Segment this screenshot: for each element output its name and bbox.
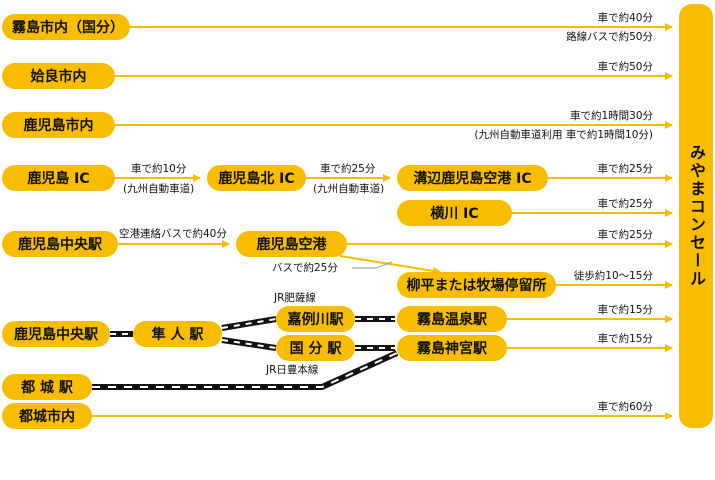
route-via-label: (九州自動車道) xyxy=(123,183,195,195)
node-hayato-station: 隼 人 駅 xyxy=(133,321,222,347)
route-time-label: 車で約25分 xyxy=(320,163,376,175)
route-time-label: 車で約15分 xyxy=(597,333,653,345)
node-yanagihira-stop: 柳平または牧場停留所 xyxy=(397,272,556,298)
rail-line-label: JR肥薩線 xyxy=(274,292,316,304)
route-time-label: 車で約15分 xyxy=(597,304,653,316)
node-kirishima-jingu-station: 霧島神宮駅 xyxy=(397,335,507,361)
node-miyakonojo-station: 都 城 駅 xyxy=(2,374,92,400)
node-kagoshima-airport: 鹿児島空港 xyxy=(236,231,347,257)
node-kagoshima-chuo-station: 鹿児島中央駅 xyxy=(2,231,118,257)
node-kirishima-onsen-station: 霧島温泉駅 xyxy=(397,306,507,332)
route-time-label: 車で約25分 xyxy=(597,163,653,175)
route-time-label: 車で約25分 xyxy=(597,198,653,210)
node-aira-city: 姶良市内 xyxy=(2,63,115,89)
route-time-label: 車で約50分 xyxy=(597,61,653,73)
node-mizobe-ic: 溝辺鹿児島空港 IC xyxy=(397,165,548,191)
route-time-label: 車で約25分 xyxy=(597,229,653,241)
node-kagoshima-city: 鹿児島市内 xyxy=(2,112,115,138)
route-time-label: 車で約40分 xyxy=(597,12,653,24)
route-arrow xyxy=(339,255,441,275)
destination-venue: みやまコンセール xyxy=(679,4,713,428)
node-kagoshima-chuo-station-rail: 鹿児島中央駅 xyxy=(2,321,110,347)
node-kirishima-city: 霧島市内（国分） xyxy=(2,14,130,40)
route-time-label: バスで約25分 xyxy=(272,262,338,274)
node-miyakonojo-city: 都城市内 xyxy=(2,403,92,429)
route-time-label: 車で約60分 xyxy=(597,401,653,413)
rail-line-label: JR日豊本線 xyxy=(266,364,319,376)
node-yokogawa-ic: 横川 IC xyxy=(397,200,512,226)
route-via-label: (九州自動車道) xyxy=(313,183,385,195)
node-kareigawa-station: 嘉例川駅 xyxy=(276,306,355,332)
route-time-label: 路線バスで約50分 xyxy=(566,31,653,43)
route-time-label: 車で約1時間30分 xyxy=(569,110,653,122)
node-kokubu-station: 国 分 駅 xyxy=(276,335,355,361)
route-time-label: 徒歩約10～15分 xyxy=(573,270,653,282)
bus-connector xyxy=(352,261,393,269)
node-kagoshima-kita-ic: 鹿児島北 IC xyxy=(207,165,306,191)
route-time-label: 車で約10分 xyxy=(131,163,187,175)
node-kagoshima-ic: 鹿児島 IC xyxy=(2,165,115,191)
route-time-label: 空港連絡バスで約40分 xyxy=(119,228,227,240)
route-via-label: (九州自動車道利用 車で約1時間10分) xyxy=(474,129,653,141)
